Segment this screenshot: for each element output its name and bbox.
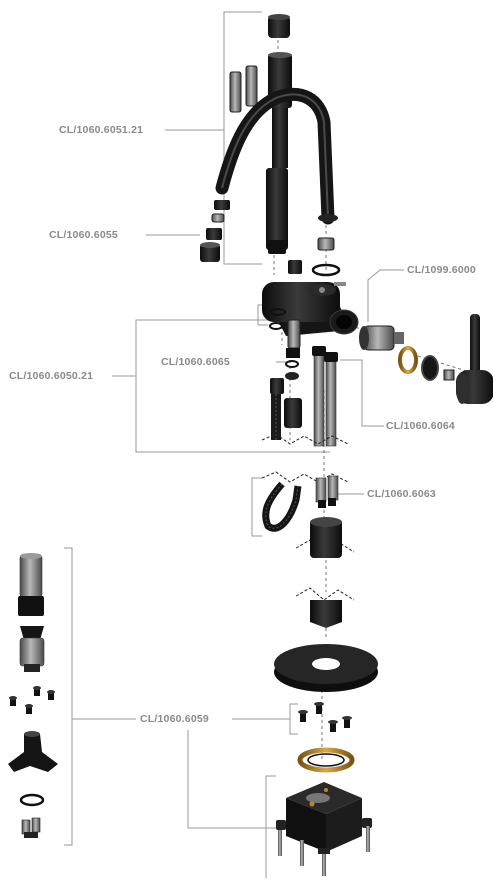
label-diverter: CL/1060.6065 <box>161 356 230 368</box>
aerator-parts <box>200 200 230 262</box>
cartridge-gold-ring <box>398 346 418 374</box>
deck-plate <box>274 644 378 692</box>
hose-guide <box>266 168 288 250</box>
bracket-connectors <box>251 477 262 537</box>
shank <box>310 517 342 628</box>
tap-body <box>262 260 359 336</box>
connector-right <box>327 475 339 501</box>
inlet-tube-right <box>325 357 337 447</box>
spout-o-ring <box>311 263 341 277</box>
hoses-lower <box>262 475 339 532</box>
label-fixing-kit: CL/1060.6059 <box>140 713 209 725</box>
label-aerator: CL/1060.6055 <box>49 229 118 241</box>
leader-cartridge <box>367 269 404 322</box>
label-connectors: CL/1060.6063 <box>367 488 436 500</box>
inlet-tube-left <box>313 351 325 447</box>
bracket-spout <box>223 11 262 265</box>
spout-clips <box>229 65 258 113</box>
label-spout: CL/1060.6051.21 <box>59 124 144 136</box>
diverter-parts <box>269 308 301 380</box>
spray-head <box>19 553 43 599</box>
break-lines <box>261 433 355 601</box>
mounting-box <box>276 782 372 876</box>
handle-lever <box>470 314 480 376</box>
fixing-screws <box>298 702 352 732</box>
hoses-upper <box>270 346 338 447</box>
label-cartridge: CL/1099.6000 <box>407 264 476 276</box>
spout-outlet <box>318 214 338 222</box>
spout-assembly <box>215 14 341 277</box>
label-body: CL/1060.6050.21 <box>9 370 94 382</box>
bracket-screws <box>289 703 298 735</box>
bracket-box <box>265 775 276 878</box>
leader-box <box>187 730 276 829</box>
spout-inner-sleeve <box>272 108 288 168</box>
leader-inlet-tubes <box>340 359 384 427</box>
bracket-fixing-kit <box>64 547 73 846</box>
spare-parts-column <box>8 553 58 838</box>
spout-cap <box>268 16 290 38</box>
leader-lines <box>64 11 404 878</box>
label-inlet-tubes: CL/1060.6064 <box>386 420 455 432</box>
mounting-bracket <box>8 734 58 772</box>
connector-left <box>315 477 327 503</box>
gasket <box>297 747 355 773</box>
spout-nut <box>317 237 335 251</box>
bracket-body <box>135 319 330 453</box>
cartridge-handle <box>359 314 493 404</box>
